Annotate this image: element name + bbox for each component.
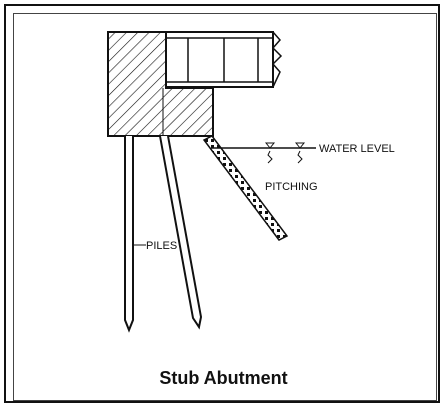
- pitching: [202, 135, 289, 241]
- diagram-caption: Stub Abutment: [159, 368, 288, 388]
- water-level-label: WATER LEVEL: [319, 143, 395, 155]
- water-level: [211, 142, 316, 164]
- piles: [124, 135, 203, 333]
- pitching-label: PITCHING: [265, 181, 318, 193]
- bridge-deck: [165, 31, 283, 88]
- piles-label: PILES: [146, 240, 177, 252]
